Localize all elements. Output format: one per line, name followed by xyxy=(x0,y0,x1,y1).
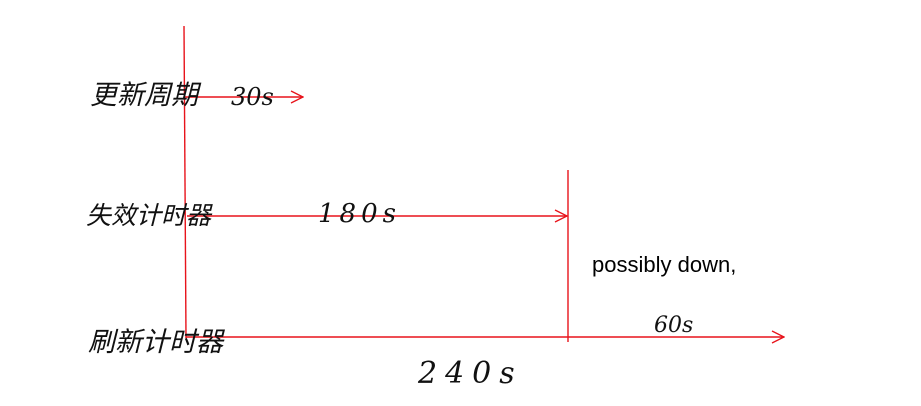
failure-timer-label: 失效计时器 xyxy=(86,201,213,230)
update-duration-label: 30s xyxy=(231,83,274,111)
flush-total-duration-label: 240s xyxy=(417,356,523,391)
update-period-label: 更新周期 xyxy=(90,80,202,111)
flush-timer-label: 刷新计时器 xyxy=(88,327,225,358)
failure-duration-label: 180s xyxy=(318,199,401,229)
possibly-down-note: possibly down, xyxy=(592,252,736,277)
start-vertical-line xyxy=(183,25,187,339)
flush-after-failure-duration-label: 60s xyxy=(654,313,693,338)
